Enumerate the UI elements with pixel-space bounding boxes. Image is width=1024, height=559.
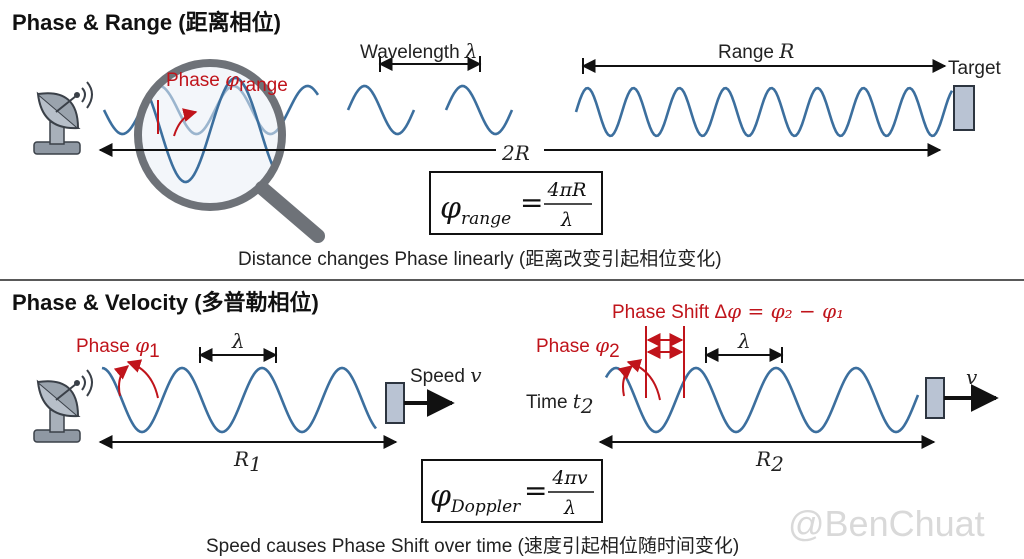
time-label: Time t2 [526,389,594,418]
wave-group-velocity [101,366,920,434]
v-right-label: v [966,365,978,389]
phase-range-arrow [173,108,198,137]
magnifier-icon [134,59,325,243]
range-formula-box [429,171,603,235]
range-formula-numerator: 4πR [547,179,587,201]
phase-shift-label: Phase Shift Δφ = φ₂ − φ₁ [612,299,844,323]
doppler-formula-lhs: φDoppler [430,479,521,517]
range-label: Range R [718,39,794,63]
wave-crest-b [444,84,514,136]
target-block-icon [925,377,945,419]
speed-label: Speed v [410,363,482,387]
phase1-arrow-large [126,359,159,399]
wave-left [101,366,378,434]
doppler-formula-numerator: 4πv [551,467,588,489]
wave-right [604,366,920,434]
round-trip-label-bg [496,138,544,162]
r1-label: R1 [233,447,262,476]
radar-dish-icon [33,81,93,155]
doppler-formula-eq: = [524,474,547,507]
r2-label: R2 [755,447,784,476]
target-block-icon [385,382,405,424]
phase-range-label: Phase φrange [166,67,288,96]
target-block-icon [953,85,975,131]
range-formula-denominator: λ [560,209,573,231]
round-trip-label: 2R [501,141,530,165]
range-caption: Distance changes Phase linearly (距离改变引起相… [238,248,722,270]
wave-crest-a [346,84,416,136]
wavelength-label: Wavelength λ [360,39,478,63]
radar-dish-icon [33,369,93,443]
phase1-label: Phase φ1 [76,333,160,362]
wave-segment-range [574,86,954,138]
phase2-label: Phase φ2 [536,333,620,362]
target-label: Target [948,58,1002,79]
watermark: @BenChuat [788,503,985,544]
doppler-formula-denominator: λ [563,497,576,519]
section2-title: Phase & Velocity (多普勒相位) [12,290,319,315]
section1-title: Phase & Range (距离相位) [12,10,281,35]
phase1-arrow-small [113,365,130,397]
doppler-formula-box [421,459,603,523]
lambda-left-label: λ [231,329,245,353]
range-formula-eq: = [520,186,543,219]
phase2-arrow-large [626,359,661,401]
lambda-right-label: λ [737,329,751,353]
range-formula-lhs: φrange [440,191,511,229]
doppler-caption: Speed causes Phase Shift over time (速度引起… [206,535,739,557]
